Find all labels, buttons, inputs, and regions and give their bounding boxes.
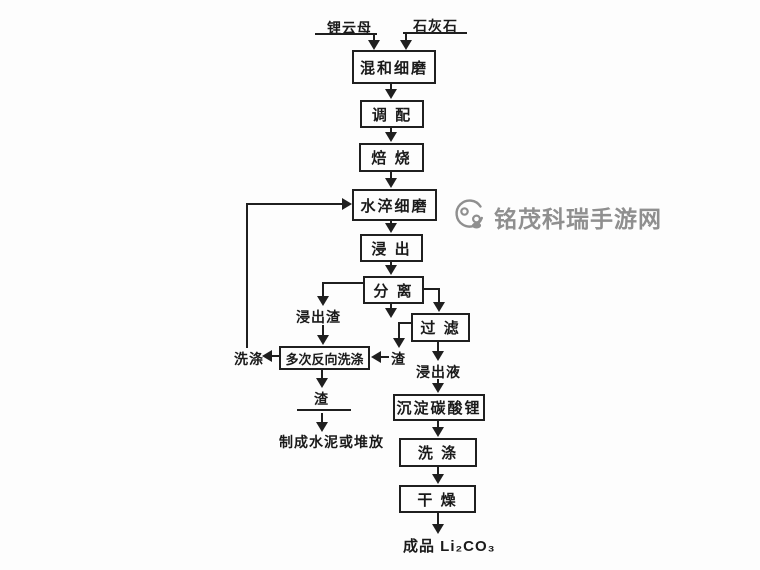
flow-box-filter: 过 滤 (411, 313, 470, 342)
arrow-down-icon (317, 296, 329, 306)
arrow-down-icon (385, 265, 397, 275)
flow-box-counter-wash: 多次反向洗涤 (279, 346, 370, 370)
arrow-down-icon (316, 378, 328, 388)
connector-line (405, 33, 407, 41)
connector-line (390, 128, 392, 133)
arrow-down-icon (432, 474, 444, 484)
flow-box-mix-grind: 混和细磨 (352, 50, 436, 84)
watermark-text: 铭茂科瑞手游网 (494, 205, 662, 232)
arrow-down-icon (385, 178, 397, 188)
arrow-down-icon (385, 132, 397, 142)
connector-line (297, 409, 351, 411)
connector-line (246, 203, 248, 348)
connector-line (438, 288, 440, 303)
connector-line (437, 467, 439, 475)
flow-box-quench-grind: 水淬细磨 (352, 189, 437, 221)
connector-line (437, 379, 439, 385)
connector-line (390, 172, 392, 179)
site-watermark: 铭茂科瑞手游网 (452, 196, 662, 237)
arrow-down-icon (316, 422, 328, 432)
arrow-down-icon (432, 427, 444, 437)
connector-line (390, 84, 392, 90)
arrow-left-icon (262, 350, 272, 362)
arrow-right-icon (342, 198, 352, 210)
connector-line (424, 288, 440, 290)
arrow-left-icon (371, 351, 381, 363)
input-label-limestone: 石灰石 (413, 18, 458, 34)
arrow-down-icon (385, 308, 397, 318)
arrow-down-icon (432, 524, 444, 534)
flow-box-leach: 浸 出 (360, 234, 423, 262)
connector-line (398, 322, 400, 339)
connector-line (390, 262, 392, 267)
connector-line (315, 33, 377, 35)
flow-box-roast: 焙 烧 (359, 143, 424, 172)
connector-line (246, 203, 342, 205)
label-leach-residue: 浸出渣 (296, 309, 341, 325)
label-final-residue: 渣 (314, 391, 329, 407)
connector-line (403, 32, 467, 34)
connector-line (437, 342, 439, 352)
arrow-down-icon (317, 335, 329, 345)
label-cement-or-stockpile: 制成水泥或堆放 (279, 434, 384, 450)
label-product-li2co3: 成品 Li₂CO₃ (403, 538, 496, 555)
connector-line (321, 413, 323, 423)
connector-line (271, 355, 280, 357)
connector-line (373, 34, 375, 41)
flow-box-wash: 洗 涤 (399, 438, 477, 467)
arrow-down-icon (385, 223, 397, 233)
flow-box-blend: 调 配 (360, 100, 424, 128)
arrow-down-icon (432, 383, 444, 393)
flow-box-separate: 分 离 (363, 276, 424, 304)
label-leachate: 浸出液 (416, 364, 461, 380)
connector-line (379, 356, 389, 358)
arrow-down-icon (393, 338, 405, 348)
connector-line (390, 304, 392, 309)
connector-line (322, 282, 363, 284)
connector-line (322, 282, 324, 297)
arrow-down-icon (400, 40, 412, 50)
input-label-lithium-mica: 锂云母 (327, 20, 372, 36)
mascot-circle-logo-icon (452, 196, 488, 237)
arrow-down-icon (433, 302, 445, 312)
arrow-down-icon (368, 40, 380, 50)
connector-line (437, 421, 439, 428)
arrow-down-icon (432, 351, 444, 361)
connector-line (321, 370, 323, 379)
arrow-down-icon (385, 89, 397, 99)
label-filter-residue: 渣 (391, 351, 406, 367)
connector-line (437, 513, 439, 525)
flow-box-dry: 干 燥 (399, 485, 476, 513)
flow-box-precipitate: 沉淀碳酸锂 (393, 394, 485, 421)
label-wash-liquid: 洗涤 (234, 351, 264, 367)
connector-line (322, 325, 324, 336)
connector-line (399, 322, 411, 324)
